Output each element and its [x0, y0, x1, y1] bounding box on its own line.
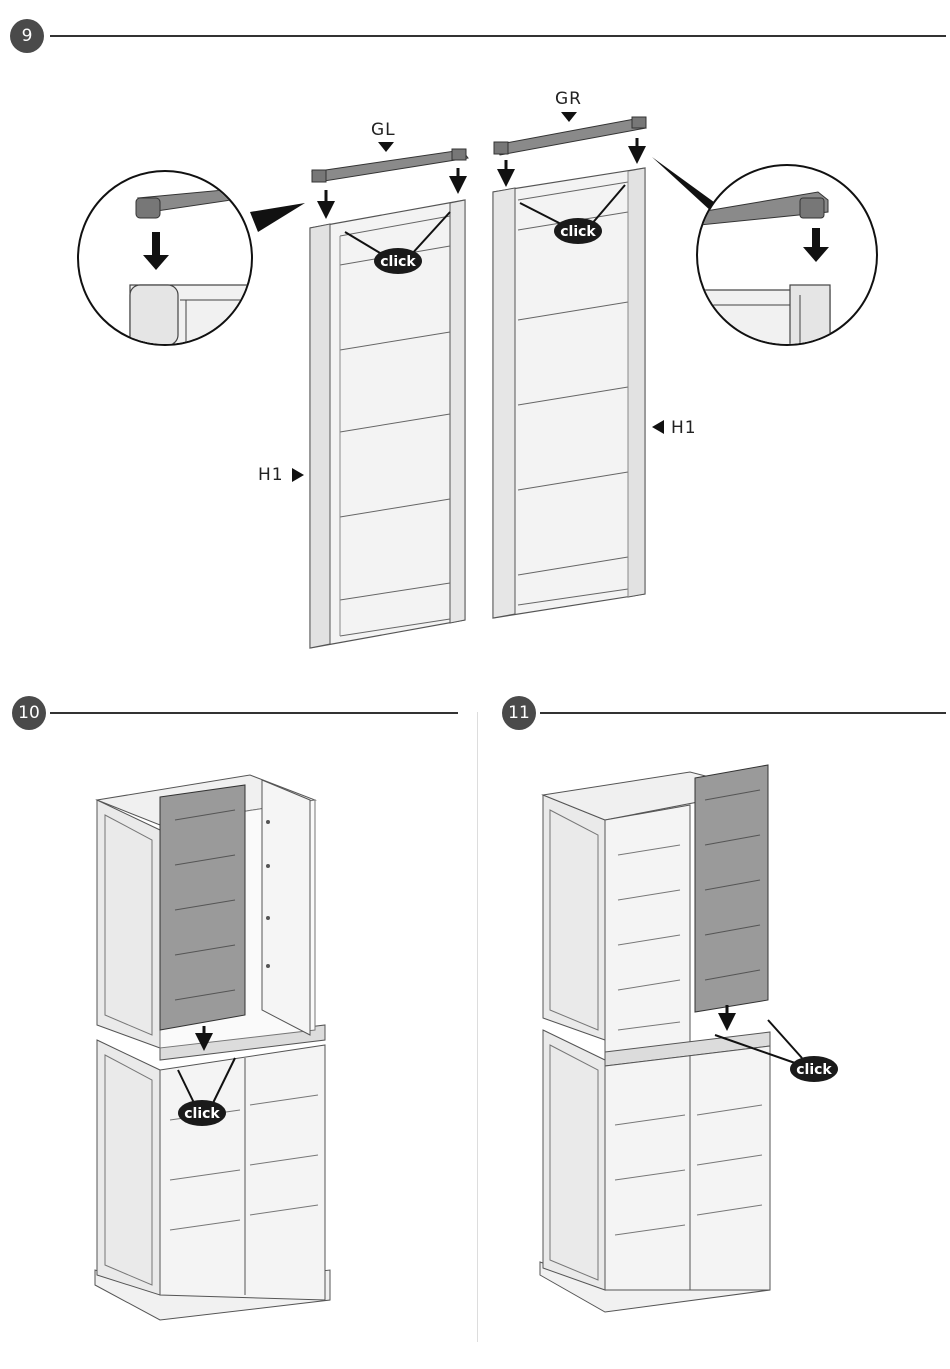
h1-left-label: H1	[258, 465, 284, 485]
step-10-cabinet	[95, 775, 330, 1320]
click-label: click	[184, 1106, 220, 1122]
gl-rail	[312, 149, 468, 182]
gl-arrow-icon	[378, 142, 394, 152]
right-detail-magnifier	[652, 157, 877, 355]
h1-right-arrow-icon	[652, 420, 664, 434]
step-11-cabinet	[540, 765, 770, 1312]
gr-rail	[494, 117, 646, 155]
click-label: click	[560, 224, 596, 240]
h1-right-label: H1	[671, 418, 697, 438]
h1-left-arrow-icon	[292, 468, 304, 482]
left-detail-magnifier	[78, 171, 305, 345]
click-label: click	[380, 254, 416, 270]
gl-label: GL	[371, 120, 396, 140]
gr-label: GR	[555, 89, 582, 109]
gr-arrow-icon	[561, 112, 577, 122]
click-label: click	[796, 1062, 832, 1078]
